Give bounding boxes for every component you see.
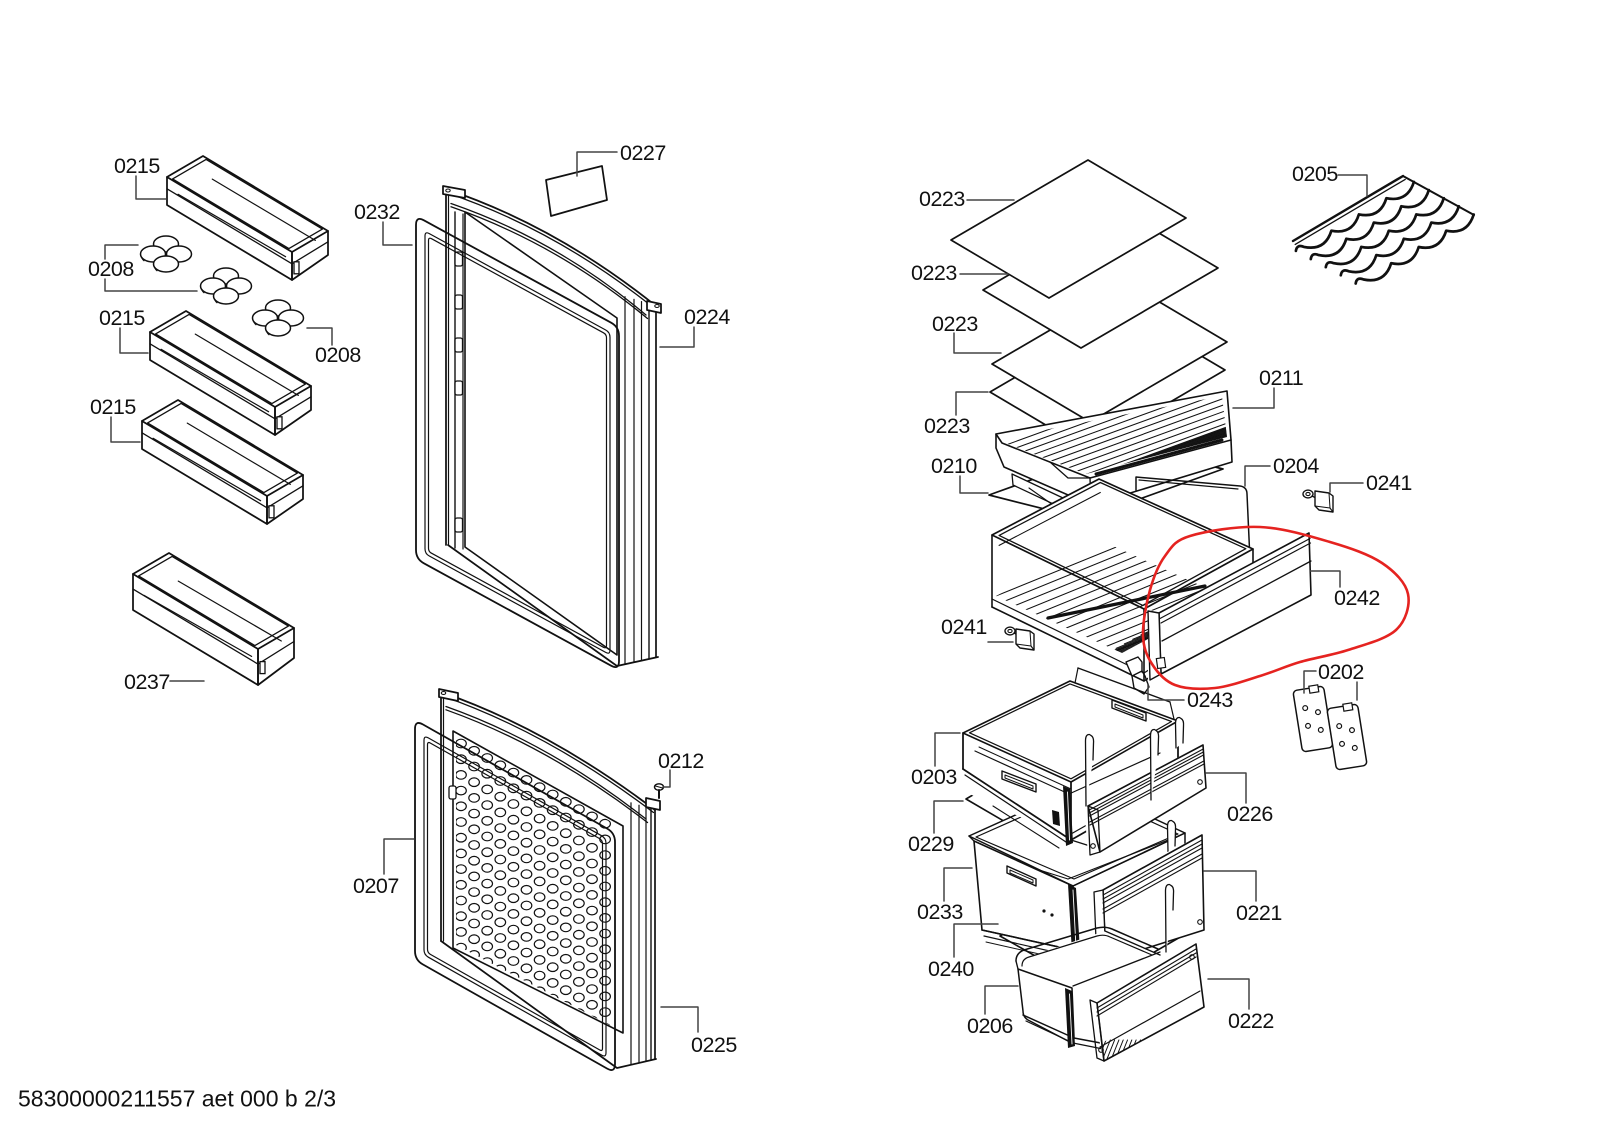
svg-text:0233: 0233 [917, 900, 963, 924]
svg-text:0208: 0208 [88, 257, 134, 281]
svg-text:0240: 0240 [928, 957, 974, 981]
svg-text:0243: 0243 [1187, 688, 1233, 712]
svg-text:0206: 0206 [967, 1014, 1013, 1038]
svg-text:0237: 0237 [124, 670, 170, 694]
svg-text:0221: 0221 [1236, 901, 1282, 925]
svg-text:0226: 0226 [1227, 802, 1273, 826]
svg-text:0229: 0229 [908, 832, 954, 856]
svg-text:0208: 0208 [315, 343, 361, 367]
svg-text:0223: 0223 [911, 261, 957, 285]
svg-text:0212: 0212 [658, 749, 704, 773]
svg-text:0241: 0241 [941, 615, 987, 639]
svg-text:0223: 0223 [932, 312, 978, 336]
svg-text:0222: 0222 [1228, 1009, 1274, 1033]
svg-text:0215: 0215 [114, 154, 160, 178]
svg-text:0223: 0223 [924, 414, 970, 438]
svg-text:0227: 0227 [620, 141, 666, 165]
svg-text:0205: 0205 [1292, 162, 1338, 186]
svg-text:0215: 0215 [99, 306, 145, 330]
svg-text:0242: 0242 [1334, 586, 1380, 610]
svg-text:0225: 0225 [691, 1033, 737, 1057]
svg-text:0232: 0232 [354, 200, 400, 224]
svg-text:58300000211557 aet 000 b 2/3: 58300000211557 aet 000 b 2/3 [18, 1086, 336, 1112]
svg-text:0211: 0211 [1259, 366, 1303, 390]
svg-text:0241: 0241 [1366, 471, 1412, 495]
svg-text:0204: 0204 [1273, 454, 1319, 478]
svg-text:0223: 0223 [919, 187, 965, 211]
svg-text:0210: 0210 [931, 454, 977, 478]
svg-text:0215: 0215 [90, 395, 136, 419]
svg-text:0202: 0202 [1318, 660, 1364, 684]
svg-text:0203: 0203 [911, 765, 957, 789]
svg-text:0207: 0207 [353, 874, 399, 898]
svg-text:0224: 0224 [684, 305, 730, 329]
